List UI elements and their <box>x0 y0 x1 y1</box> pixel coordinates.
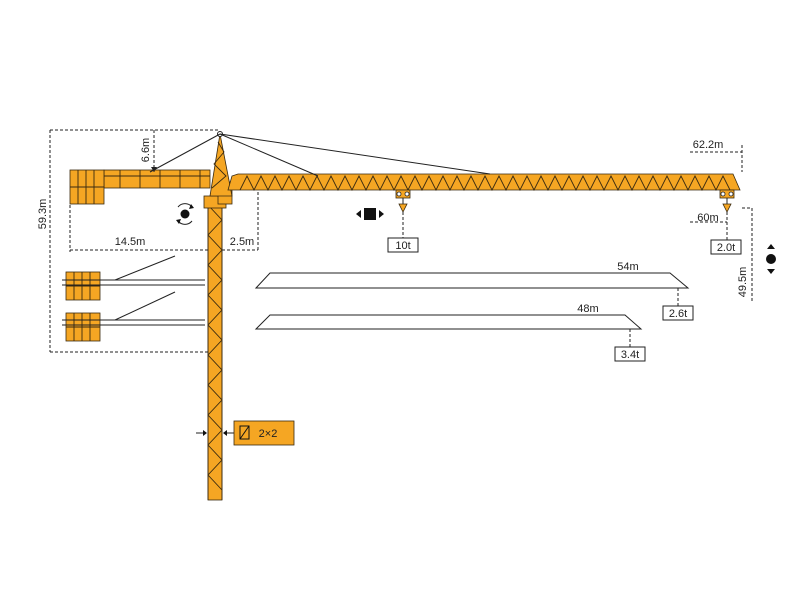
alt-jib-48m: 48m 3.4t <box>254 303 646 362</box>
alt-counter-jib-1 <box>62 255 205 301</box>
hook-height-label: 49.5m <box>737 267 749 298</box>
dim-tower-height: 59.3m <box>37 129 220 353</box>
mast-section-label: 2×2 <box>259 428 278 440</box>
dim-jib-offset: 2.5m <box>222 192 259 252</box>
tower-head <box>209 131 233 197</box>
dim-hook-height: 49.5m <box>737 207 753 302</box>
alt-jib-54m: 54m 2.6t <box>254 261 694 321</box>
trolley-tip-load <box>719 189 735 213</box>
dim-tip-radius: 60m <box>690 212 727 224</box>
tower-mast <box>207 204 223 501</box>
tip-load-label: 2.0t <box>717 242 735 254</box>
counterweight <box>69 169 105 205</box>
tip-radius-label: 60m <box>697 212 718 224</box>
alt-jib-48m-length: 48m <box>577 303 598 315</box>
apex-height-label: 6.6m <box>140 138 152 162</box>
counter-jib-label: 14.5m <box>115 236 146 248</box>
tip-load-box: 2.0t <box>710 212 742 255</box>
tower-height-label: 59.3m <box>37 199 49 230</box>
max-load-label: 10t <box>395 240 410 252</box>
max-load-box: 10t <box>387 212 419 253</box>
max-radius-label: 62.2m <box>693 139 724 151</box>
counter-jib <box>103 169 211 189</box>
main-jib <box>227 173 741 192</box>
slewing-icon <box>176 203 194 225</box>
tie-lines <box>149 133 491 177</box>
trolley-max-load <box>395 189 411 213</box>
alt-jib-54m-length: 54m <box>617 261 638 273</box>
dim-apex-height: 6.6m <box>140 130 157 172</box>
mast-section-box: 2×2 <box>196 420 295 446</box>
alt-counter-jib-2 <box>62 291 205 342</box>
alt-jib-48m-load: 3.4t <box>621 349 639 361</box>
dim-counter-jib: 14.5m <box>69 205 208 252</box>
jib-offset-label: 2.5m <box>230 236 254 248</box>
trolley-travel-icon <box>356 208 384 220</box>
hoisting-icon <box>766 244 776 274</box>
dim-max-radius: 62.2m <box>690 139 743 172</box>
mast-section-icon <box>239 425 250 440</box>
alt-jib-54m-load: 2.6t <box>669 308 687 320</box>
